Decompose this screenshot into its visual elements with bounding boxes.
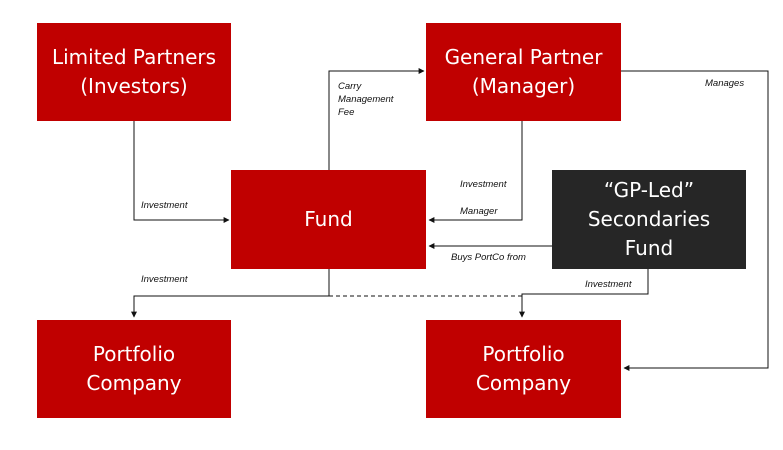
label-lp-investment: Investment (141, 200, 188, 211)
limited-partners-box: Limited Partners (Investors) (37, 23, 231, 121)
limited-partners-label: Limited Partners (Investors) (51, 45, 217, 98)
label-fund-investment: Investment (141, 274, 188, 285)
edge-gp-manages-portfolio (621, 70, 769, 371)
portfolio-company-left-box: Portfolio Company (37, 320, 231, 418)
fund-box: Fund (231, 170, 426, 269)
portfolio-company-right-label: Portfolio Company (475, 342, 572, 395)
label-gp-investment: Investment (460, 179, 507, 190)
label-buys-portco-from: Buys PortCo from (451, 252, 526, 263)
label-carry-management-fee: Carry Management Fee (338, 81, 394, 118)
portfolio-company-right-box: Portfolio Company (426, 320, 621, 418)
edge-lp-to-fund (133, 121, 230, 223)
gp-led-secondaries-fund-label: “GP-Led” Secondaries Fund (587, 178, 711, 260)
gp-led-secondaries-fund-box: “GP-Led” Secondaries Fund (552, 170, 746, 269)
edge-fund-to-portfolio-left (131, 269, 330, 318)
label-gpled-investment: Investment (585, 279, 632, 290)
general-partner-box: General Partner (Manager) (426, 23, 621, 121)
fund-label: Fund (304, 207, 353, 231)
label-manager: Manager (460, 206, 498, 217)
portfolio-company-left-label: Portfolio Company (86, 342, 182, 395)
edge-gp-to-fund (428, 121, 523, 223)
edge-gpled-to-portfolio-right (519, 269, 649, 318)
general-partner-label: General Partner (Manager) (444, 45, 603, 98)
edge-fund-to-gp (328, 68, 425, 170)
label-manages: Manages (705, 78, 745, 89)
